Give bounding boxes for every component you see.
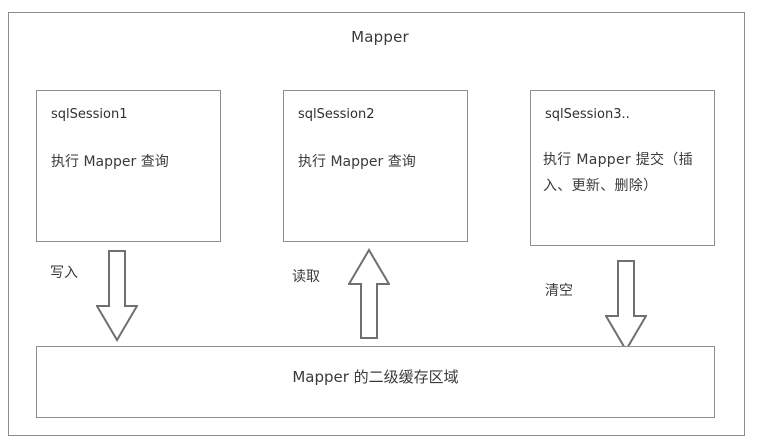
session-action-label: 执行 Mapper 提交（插入、更新、删除） xyxy=(543,152,693,194)
arrow-label-read: 读取 xyxy=(292,269,320,285)
arrow-label-clear: 清空 xyxy=(545,283,573,299)
arrow-label-write: 写入 xyxy=(50,265,78,281)
down-block-arrow-icon xyxy=(605,260,647,352)
session-box-sqlsession3: sqlSession3.. 执行 Mapper 提交（插入、更新、删除） xyxy=(530,90,715,246)
session-action-label: 执行 Mapper 查询 xyxy=(51,154,169,170)
session-action-label: 执行 Mapper 查询 xyxy=(298,154,416,170)
session-name-label: sqlSession1 xyxy=(51,107,128,122)
session-box-sqlsession1: sqlSession1 执行 Mapper 查询 xyxy=(36,90,221,242)
cache-label: Mapper 的二级缓存区域 xyxy=(292,368,459,386)
page-title: Mapper xyxy=(351,28,409,46)
session-name-label: sqlSession3.. xyxy=(545,107,630,122)
session-box-sqlsession2: sqlSession2 执行 Mapper 查询 xyxy=(283,90,468,242)
session-name-label: sqlSession2 xyxy=(298,107,375,122)
down-block-arrow-icon xyxy=(96,250,138,342)
second-level-cache-box: Mapper 的二级缓存区域 xyxy=(36,346,715,418)
up-block-arrow-icon xyxy=(348,248,390,340)
